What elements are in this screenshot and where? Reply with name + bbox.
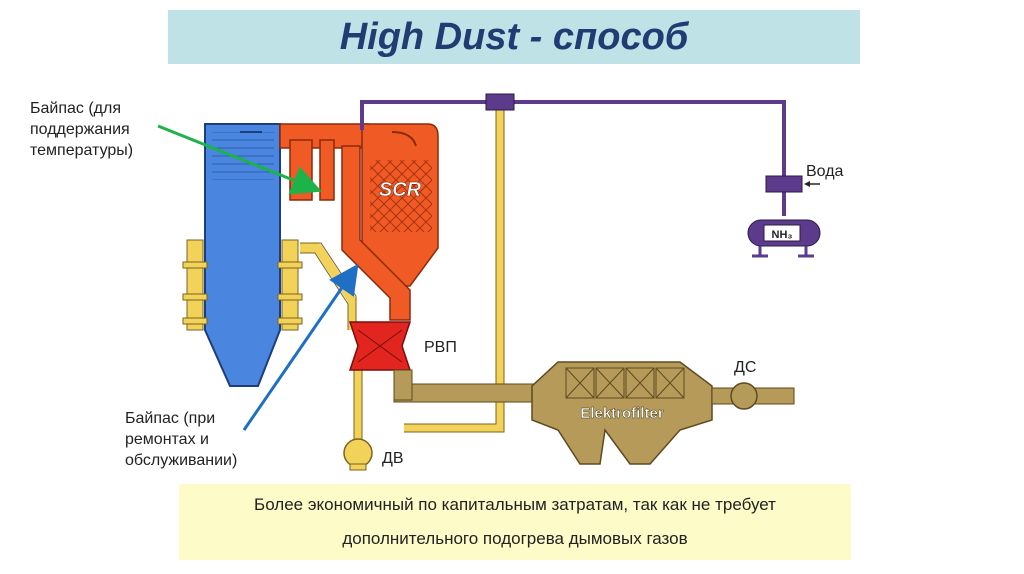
outlet-duct bbox=[711, 382, 795, 410]
ammonia-line bbox=[360, 100, 786, 216]
title-banner: High Dust - способ bbox=[168, 10, 860, 64]
note-line-1: Более экономичный по капитальным затрата… bbox=[254, 495, 776, 514]
callout-arrow-blue bbox=[242, 263, 359, 431]
dv-label: ДВ bbox=[382, 450, 404, 467]
fan-dv bbox=[343, 438, 373, 471]
mixer bbox=[765, 175, 803, 193]
label-bypass-repair: Байпас (при ремонтах и обслуживании) bbox=[125, 410, 238, 469]
page-title: High Dust - способ bbox=[339, 15, 689, 58]
note-line-2: дополнительного подогрева дымовых газов bbox=[342, 529, 688, 548]
nh3-tank: NH₃ bbox=[747, 219, 821, 258]
label-bypass-temperature: Байпас (для поддержания температуры) bbox=[30, 100, 134, 159]
ds-label: ДС bbox=[734, 359, 756, 376]
injection-grid bbox=[485, 93, 515, 111]
scr-label: SCR bbox=[379, 179, 422, 201]
scr-reactor: SCR bbox=[279, 123, 439, 321]
callout-arrow-green bbox=[157, 124, 322, 195]
rvp-label: РВП bbox=[424, 339, 457, 356]
boiler bbox=[182, 123, 303, 387]
rvp-air-heater bbox=[348, 321, 412, 371]
elektrofilter-label: Elektrofilter bbox=[580, 405, 664, 422]
nh3-label: NH₃ bbox=[772, 229, 793, 241]
electrofilter: Elektrofilter bbox=[531, 361, 713, 465]
flue-duct-to-filter bbox=[393, 369, 545, 403]
note-box: Более экономичный по капитальным затрата… bbox=[179, 484, 851, 560]
water-label: Вода bbox=[806, 163, 844, 180]
